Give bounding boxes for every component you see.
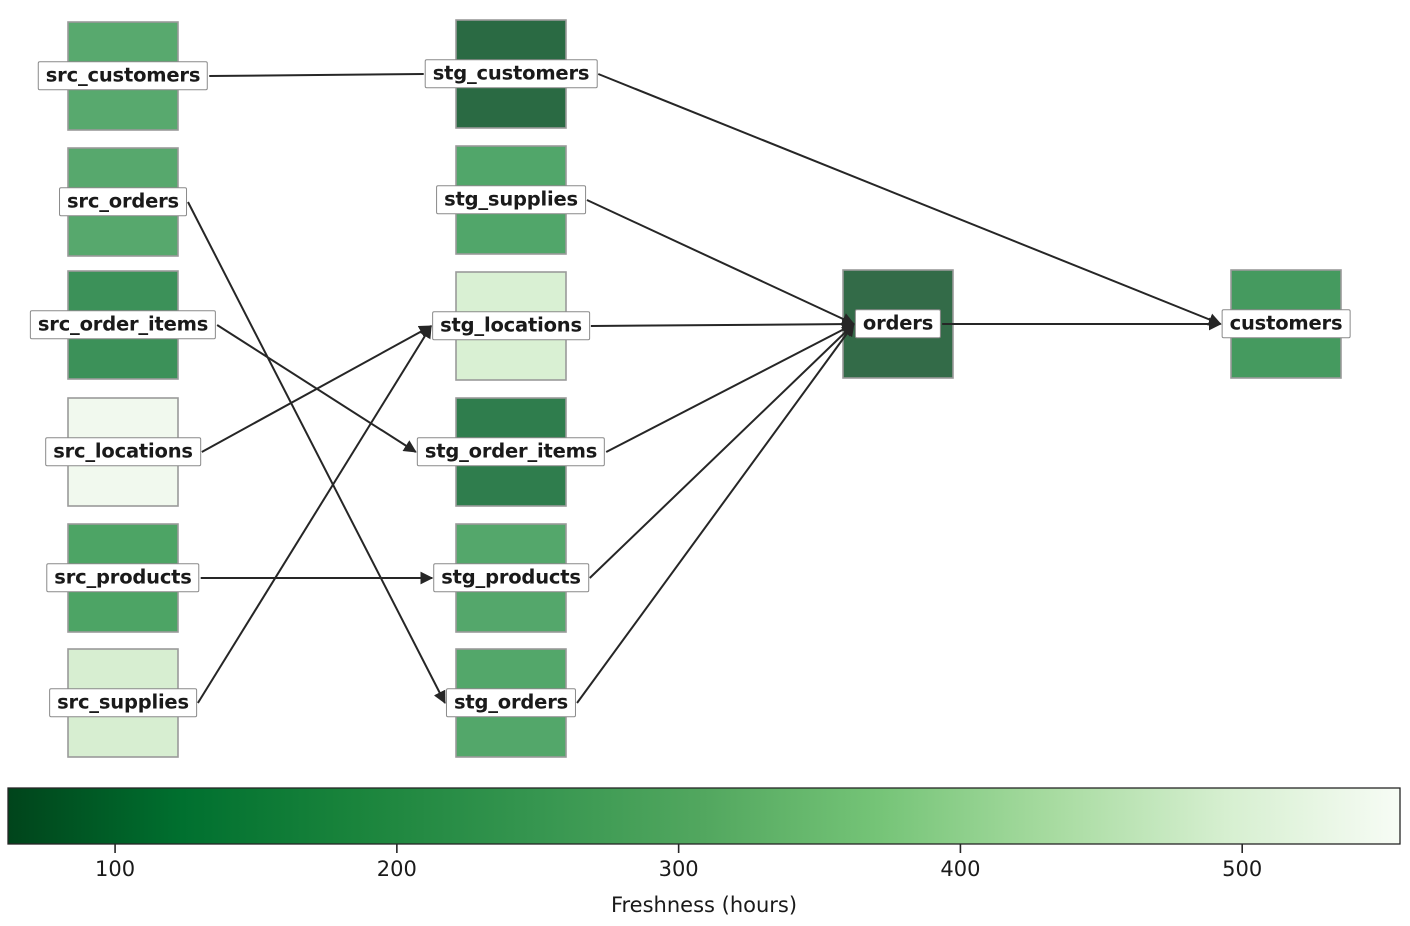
node-label-stg_customers[interactable]: stg_customers	[424, 59, 598, 89]
node-label-stg_orders[interactable]: stg_orders	[445, 688, 577, 718]
edge-stg_locations-to-orders	[590, 317, 855, 331]
edge-stg_orders-to-orders	[576, 323, 855, 704]
node-label-src_order_items[interactable]: src_order_items	[29, 310, 217, 340]
edge-stg_supplies-to-orders	[586, 199, 855, 325]
node-label-customers[interactable]: customers	[1221, 309, 1351, 339]
node-label-stg_locations[interactable]: stg_locations	[432, 311, 590, 341]
node-label-src_supplies[interactable]: src_supplies	[49, 688, 197, 718]
node-label-stg_order_items[interactable]: stg_order_items	[416, 437, 606, 467]
node-label-src_orders[interactable]: src_orders	[59, 187, 187, 217]
node-label-src_customers[interactable]: src_customers	[37, 61, 209, 91]
node-label-src_locations[interactable]: src_locations	[45, 437, 201, 467]
edge-src_orders-to-stg_orders	[187, 201, 446, 704]
edge-stg_customers-to-customers	[597, 73, 1222, 326]
colorbar-tick-label-400: 400	[940, 857, 981, 881]
colorbar-gradient	[7, 787, 1401, 845]
colorbar-tick-label-300: 300	[658, 857, 699, 881]
node-label-orders[interactable]: orders	[854, 309, 942, 339]
colorbar-tick-label-100: 100	[95, 857, 136, 881]
edge-stg_order_items-to-orders	[605, 323, 855, 453]
edge-src_locations-to-stg_locations	[201, 325, 433, 453]
edge-src_supplies-to-stg_locations	[197, 325, 432, 704]
node-rect-group	[67, 19, 1342, 758]
node-label-stg_products[interactable]: stg_products	[433, 563, 589, 593]
edge-stg_products-to-orders	[589, 323, 855, 579]
edge-line-group	[187, 73, 1222, 704]
colorbar-tickmarks	[114, 844, 1244, 853]
node-label-src_products[interactable]: src_products	[46, 563, 200, 593]
node-label-stg_supplies[interactable]: stg_supplies	[436, 185, 586, 215]
colorbar-tick-label-200: 200	[376, 857, 417, 881]
colorbar-axis-label: Freshness (hours)	[610, 893, 798, 917]
edge-src_customers-to-stg_customers	[209, 73, 424, 77]
colorbar-tick-label-500: 500	[1222, 857, 1263, 881]
colorbar-group	[7, 787, 1401, 853]
